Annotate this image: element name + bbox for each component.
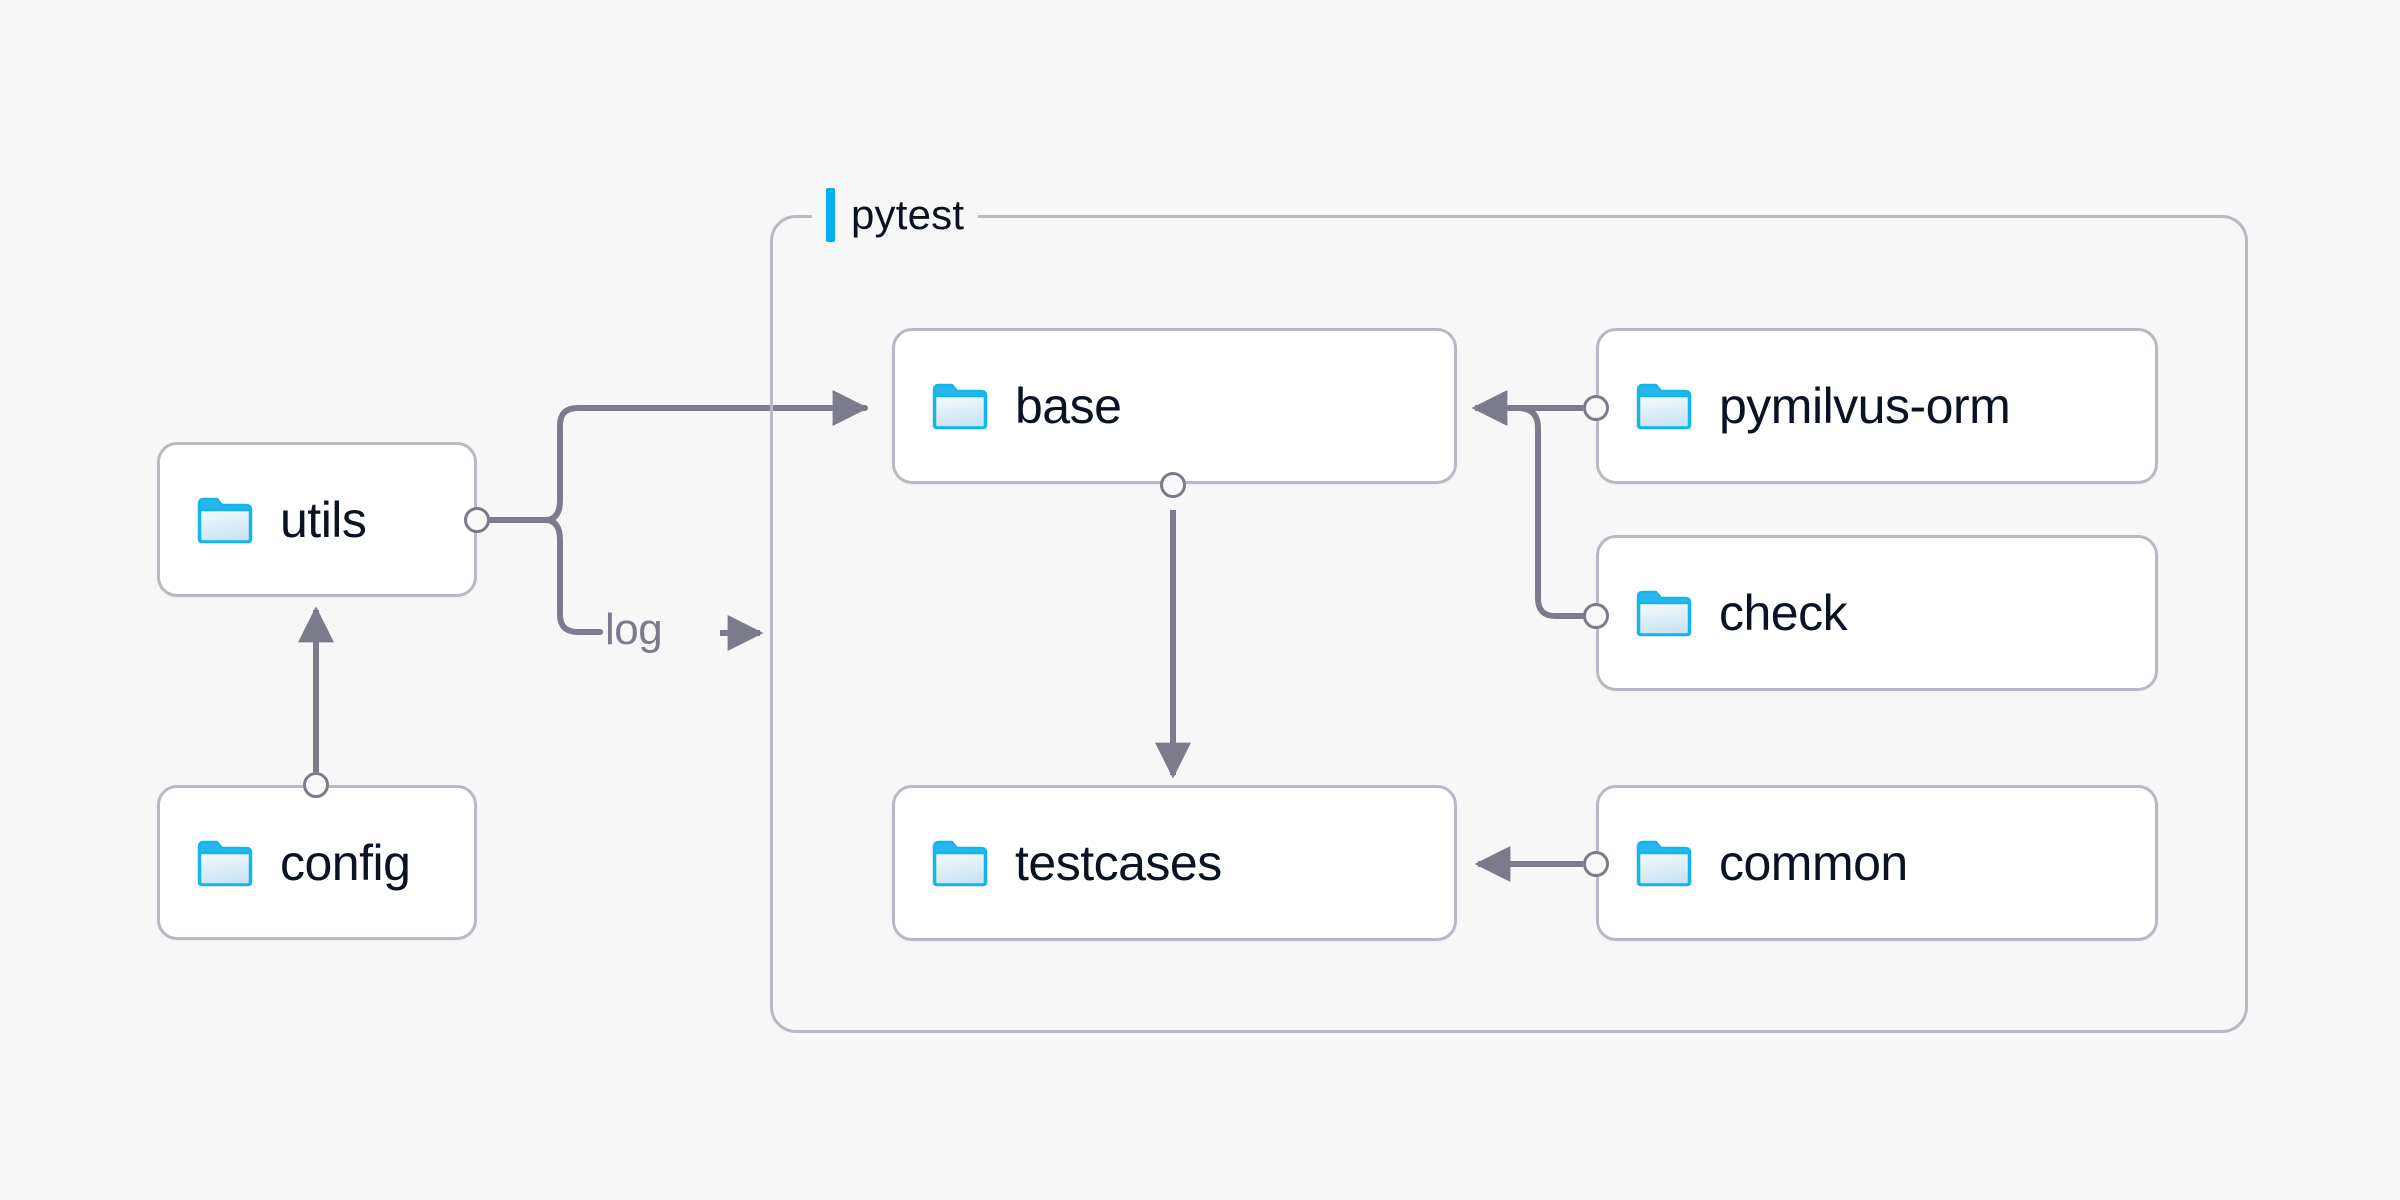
folder-icon bbox=[1636, 590, 1692, 637]
folder-icon bbox=[932, 840, 988, 887]
node-check-label: check bbox=[1719, 585, 1848, 641]
node-common-label: common bbox=[1719, 835, 1908, 891]
node-testcases[interactable]: testcases bbox=[892, 785, 1457, 941]
node-utils[interactable]: utils bbox=[157, 442, 477, 597]
port-check-left bbox=[1583, 603, 1609, 629]
node-pymilvus-orm-label: pymilvus-orm bbox=[1719, 378, 2011, 434]
port-base-bottom bbox=[1160, 472, 1186, 498]
node-config[interactable]: config bbox=[157, 785, 477, 940]
group-title-label: pytest bbox=[851, 191, 965, 238]
port-utils-right bbox=[464, 507, 490, 533]
node-base[interactable]: base bbox=[892, 328, 1457, 484]
folder-icon bbox=[1636, 383, 1692, 430]
node-config-label: config bbox=[280, 834, 411, 891]
folder-icon bbox=[197, 497, 253, 543]
node-common[interactable]: common bbox=[1596, 785, 2158, 941]
folder-icon bbox=[197, 840, 253, 886]
port-common-left bbox=[1583, 851, 1609, 877]
group-pytest[interactable] bbox=[770, 215, 2248, 1033]
node-base-label: base bbox=[1015, 378, 1122, 434]
port-pymilvus-orm-left bbox=[1583, 395, 1609, 421]
node-pymilvus-orm[interactable]: pymilvus-orm bbox=[1596, 328, 2158, 484]
port-config-top bbox=[303, 772, 329, 798]
node-check[interactable]: check bbox=[1596, 535, 2158, 691]
node-utils-label: utils bbox=[280, 491, 367, 548]
node-testcases-label: testcases bbox=[1015, 835, 1222, 891]
edge-label-log-text: log bbox=[605, 605, 663, 654]
edge-label-log: log bbox=[605, 605, 663, 654]
accent-bar-icon bbox=[826, 188, 835, 242]
group-pytest-title: pytest bbox=[812, 188, 979, 242]
folder-icon bbox=[1636, 840, 1692, 887]
folder-icon bbox=[932, 383, 988, 430]
